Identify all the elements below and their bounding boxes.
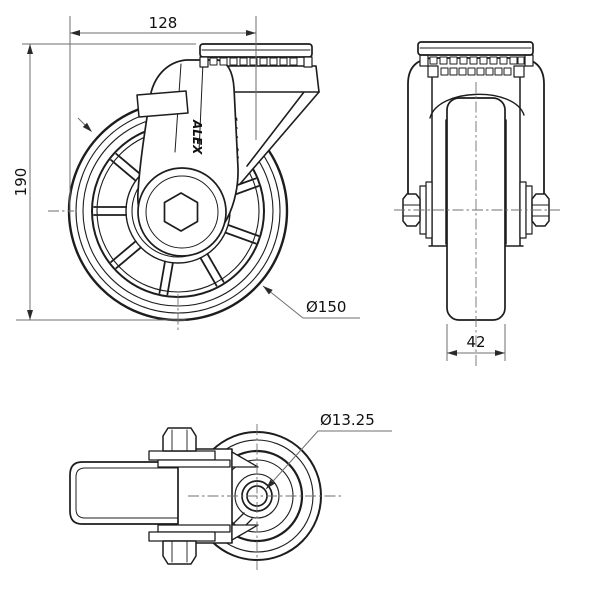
arrowhead	[70, 30, 80, 36]
wheel-bottomview	[69, 461, 179, 525]
arrowhead	[263, 286, 273, 295]
bearing-balls-side-upper	[419, 54, 534, 67]
kingpin-bolt-top	[148, 427, 231, 468]
axle-hex-nut	[163, 192, 199, 232]
kingpin-bolt-bottom	[148, 524, 231, 565]
dimension-wheel-width: 42	[446, 324, 506, 361]
dimension-128: 128	[69, 14, 257, 214]
dimension-190: 190	[12, 43, 196, 321]
arrowhead	[27, 310, 33, 320]
bearing-balls-front	[199, 56, 313, 68]
dimension-hole-diameter: Ø13.25	[265, 411, 392, 490]
arrowhead	[495, 350, 505, 356]
bracket-wedge-top	[231, 451, 259, 468]
dim-label-128: 128	[149, 14, 178, 32]
dim-label-wheel-width: 42	[466, 333, 485, 351]
top-plate-side	[417, 41, 534, 56]
front-view: ALEX	[48, 43, 320, 330]
hub-boss-inner	[145, 175, 219, 249]
arrowhead	[27, 44, 33, 54]
arrowhead	[246, 30, 256, 36]
wheel-bottomview-inner	[75, 467, 179, 519]
dimension-wheel-diameter: Ø150	[77, 117, 360, 319]
arrowhead	[82, 122, 92, 132]
bottom-centerlines	[188, 424, 344, 570]
dim-label-wheel-diameter: Ø150	[306, 298, 346, 316]
bearing-balls-side-lower	[427, 65, 525, 78]
dim-label-hole-diameter: Ø13.25	[320, 411, 375, 429]
bracket-wedge-bottom	[231, 524, 259, 541]
arrowhead	[266, 479, 275, 489]
side-view	[394, 41, 560, 366]
side-centerlines	[394, 82, 560, 366]
brand-mark: ALEX	[190, 119, 204, 155]
brake-tab	[136, 90, 189, 118]
fork-rear-leg	[239, 91, 320, 185]
fork-arch	[429, 93, 525, 119]
dim-label-190: 190	[12, 168, 30, 197]
bottom-view	[69, 424, 344, 570]
arrowhead	[447, 350, 457, 356]
fork-rear-leg-mask	[236, 88, 319, 184]
